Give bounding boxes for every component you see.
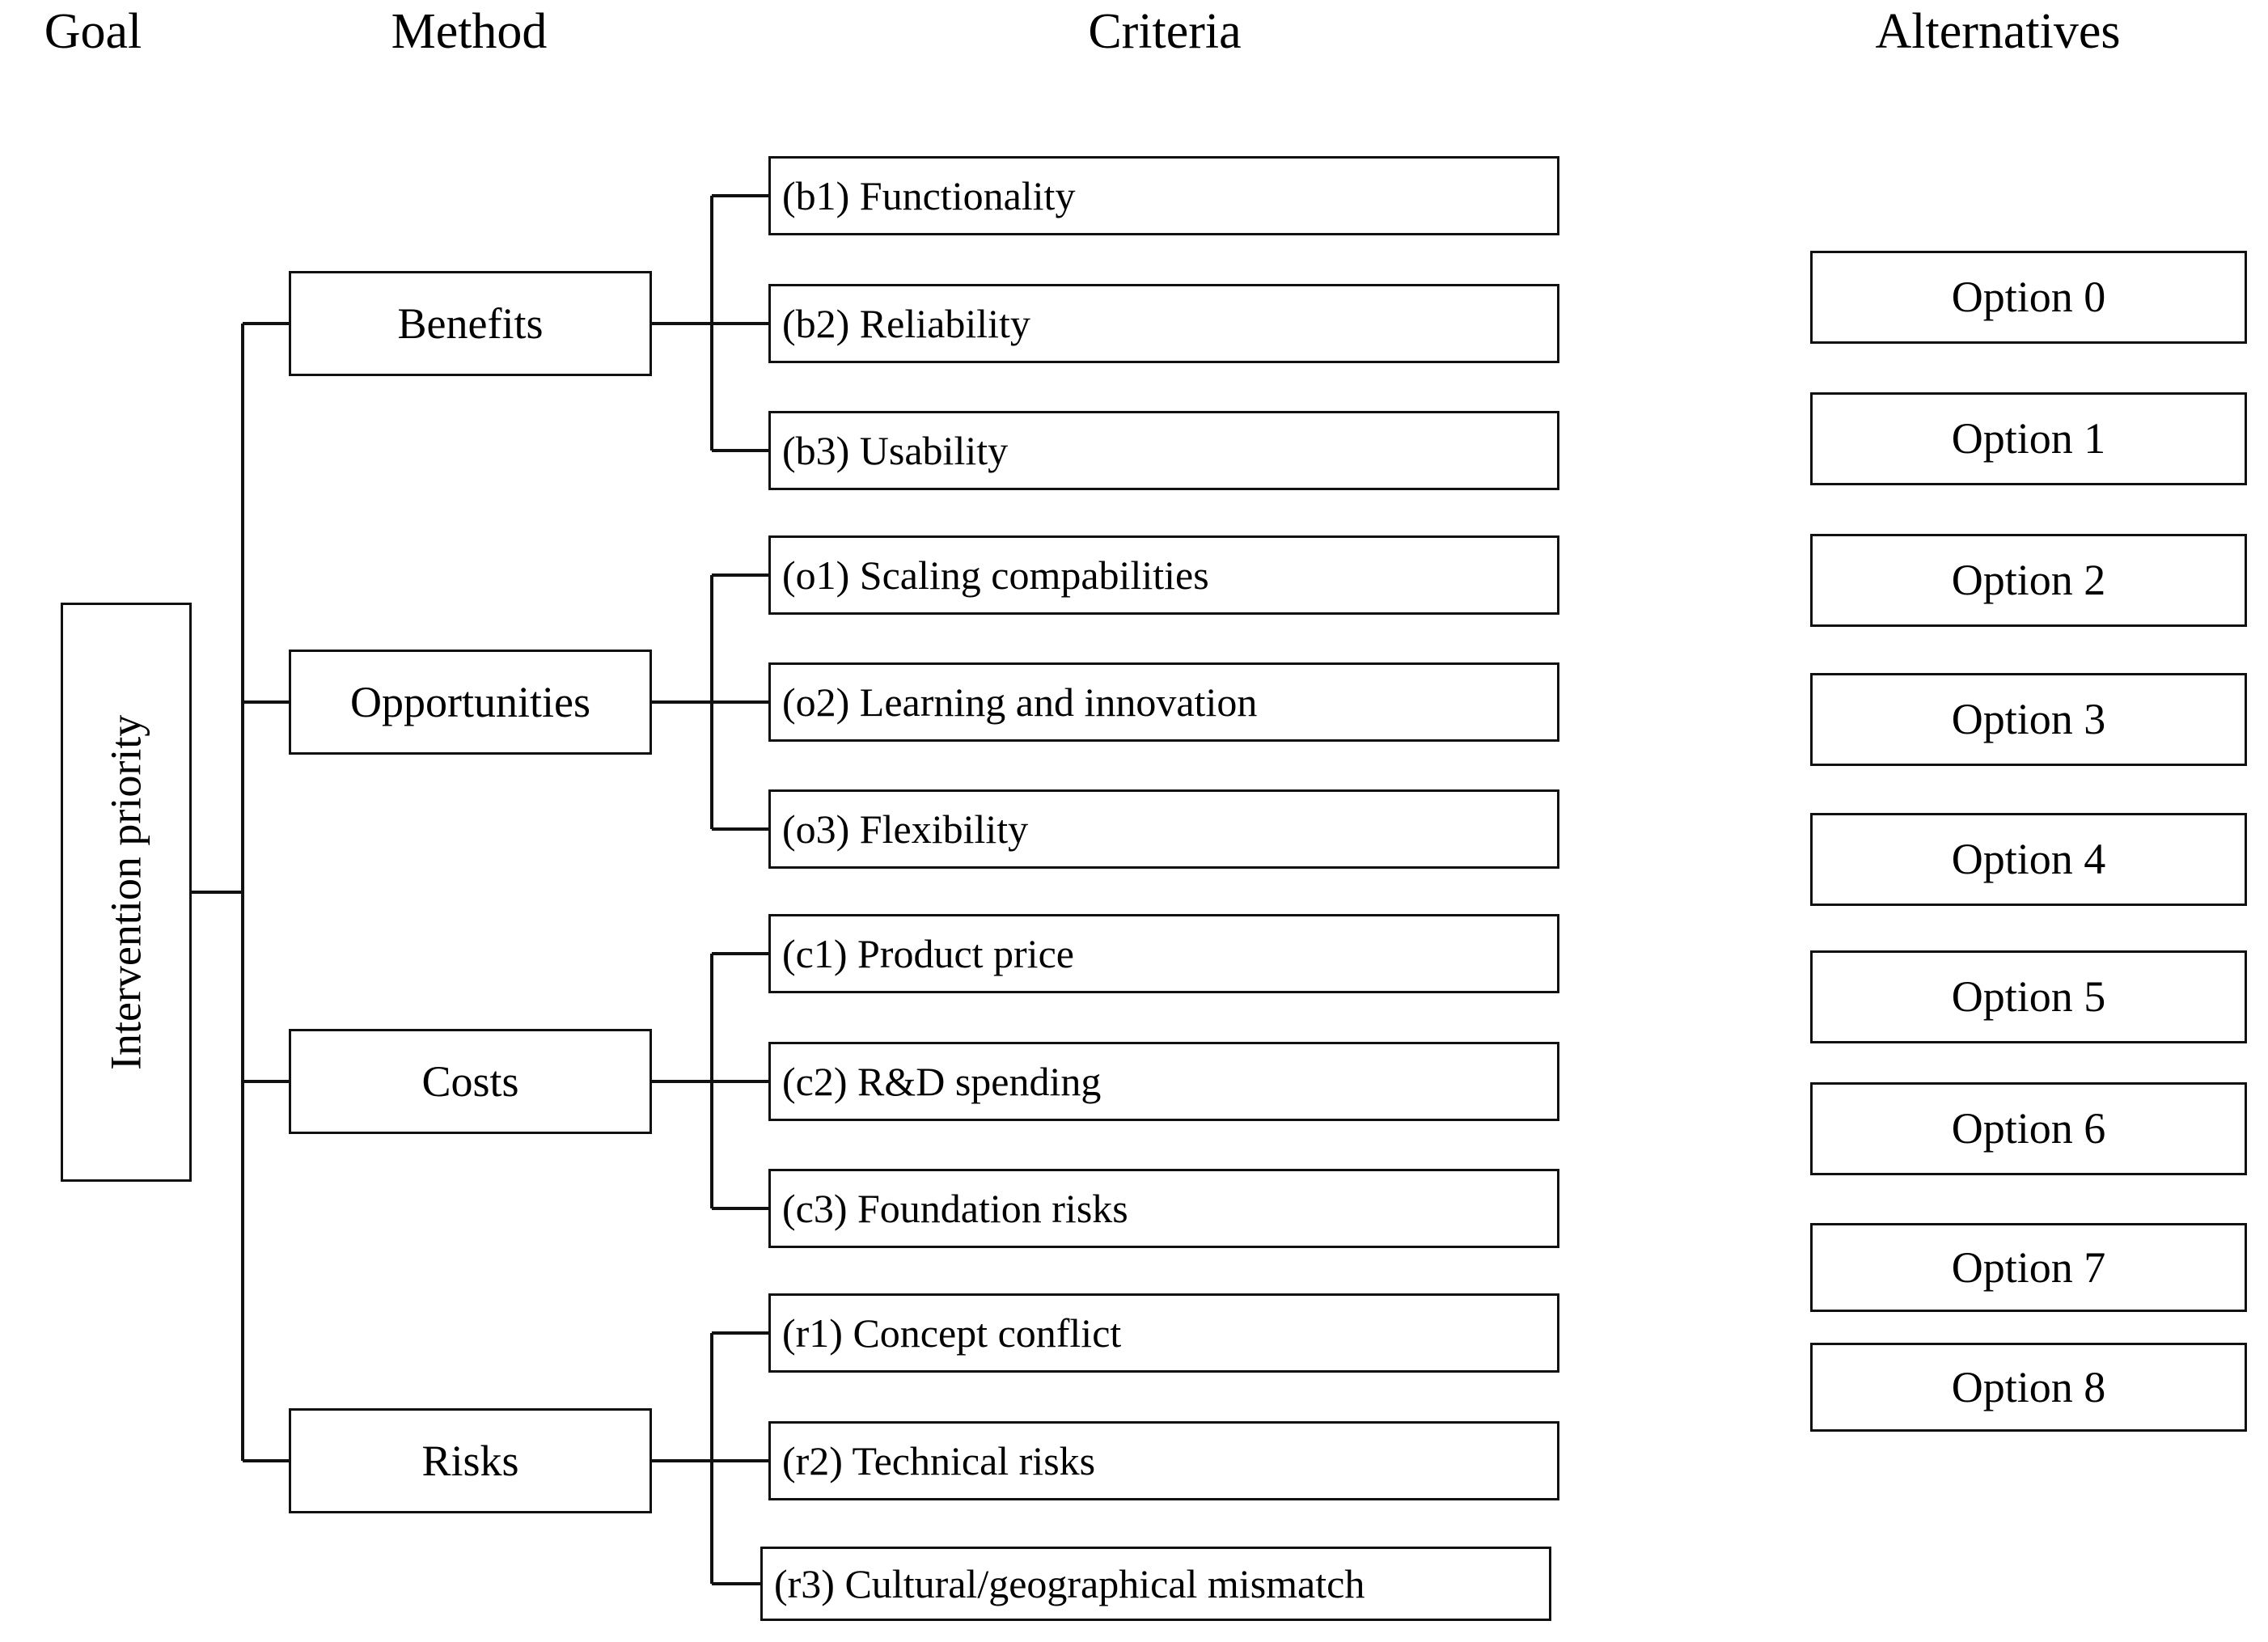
alternative-node-option-3[interactable]: Option 3 [1810, 673, 2247, 766]
column-header-criteria: Criteria [1088, 4, 1242, 59]
alternative-node-option-5[interactable]: Option 5 [1810, 950, 2247, 1043]
alternative-node-option-6[interactable]: Option 6 [1810, 1082, 2247, 1175]
goal-node[interactable]: Intervention priority [61, 603, 192, 1182]
method-node-costs[interactable]: Costs [289, 1029, 652, 1134]
criteria-node-b2[interactable]: (b2) Reliability [768, 284, 1559, 363]
method-node-risks[interactable]: Risks [289, 1408, 652, 1513]
criteria-node-b3[interactable]: (b3) Usability [768, 411, 1559, 490]
alternative-node-option-0[interactable]: Option 0 [1810, 251, 2247, 344]
criteria-node-o1[interactable]: (o1) Scaling compabilities [768, 535, 1559, 615]
alternative-node-option-2[interactable]: Option 2 [1810, 534, 2247, 627]
column-header-alternatives: Alternatives [1875, 4, 2121, 59]
goal-label: Intervention priority [101, 714, 150, 1070]
criteria-node-o3[interactable]: (o3) Flexibility [768, 789, 1559, 869]
column-header-method: Method [391, 4, 548, 59]
criteria-node-r2[interactable]: (r2) Technical risks [768, 1421, 1559, 1500]
column-header-goal: Goal [44, 4, 142, 59]
criteria-node-o2[interactable]: (o2) Learning and innovation [768, 662, 1559, 742]
criteria-node-r3[interactable]: (r3) Cultural/geographical mismatch [760, 1547, 1551, 1621]
criteria-node-c2[interactable]: (c2) R&D spending [768, 1042, 1559, 1121]
alternative-node-option-7[interactable]: Option 7 [1810, 1223, 2247, 1312]
alternative-node-option-4[interactable]: Option 4 [1810, 813, 2247, 906]
criteria-node-c1[interactable]: (c1) Product price [768, 914, 1559, 993]
criteria-node-b1[interactable]: (b1) Functionality [768, 156, 1559, 235]
criteria-node-c3[interactable]: (c3) Foundation risks [768, 1169, 1559, 1248]
criteria-node-r1[interactable]: (r1) Concept conflict [768, 1293, 1559, 1373]
alternative-node-option-8[interactable]: Option 8 [1810, 1343, 2247, 1432]
alternative-node-option-1[interactable]: Option 1 [1810, 392, 2247, 485]
method-node-benefits[interactable]: Benefits [289, 271, 652, 376]
method-node-opportunities[interactable]: Opportunities [289, 650, 652, 755]
